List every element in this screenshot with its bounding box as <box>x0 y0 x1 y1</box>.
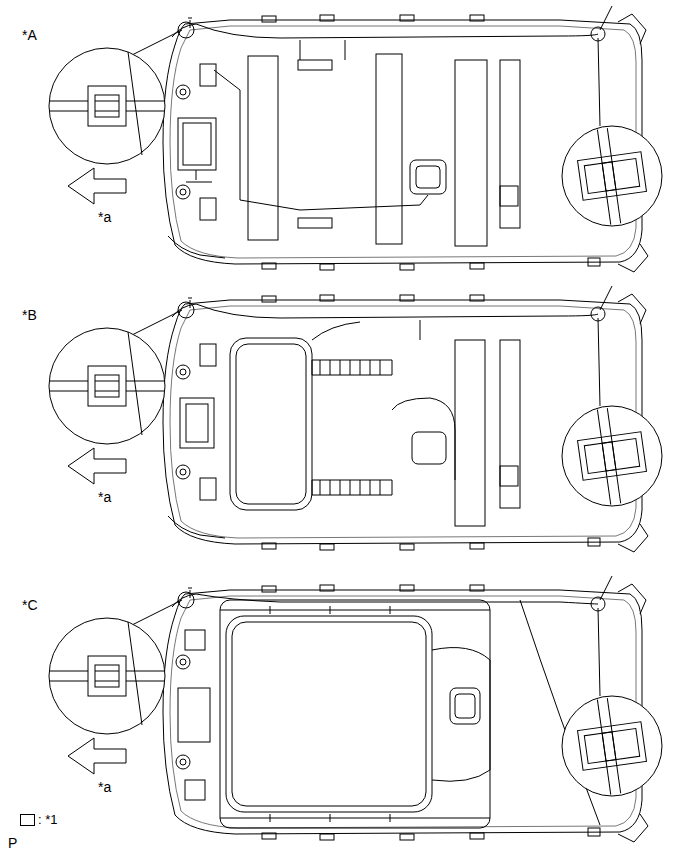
legend-row: : *1 <box>20 812 58 827</box>
page-mark: P <box>8 836 17 850</box>
view-direction-label: *a <box>98 210 111 224</box>
variant-label: *C <box>22 598 38 612</box>
legend-swatch <box>20 814 35 826</box>
view-direction-label: *a <box>98 780 111 794</box>
variant-label: *A <box>22 28 37 42</box>
view-direction-label: *a <box>98 490 111 504</box>
variant-label: *B <box>22 308 37 322</box>
legend-text: : *1 <box>38 812 58 827</box>
